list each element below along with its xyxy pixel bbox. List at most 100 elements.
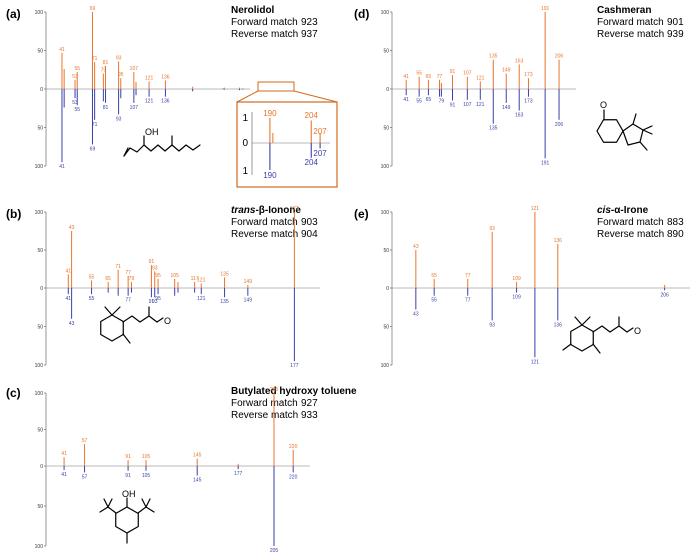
chain-bond	[123, 144, 201, 157]
peak-label-top: 145	[193, 453, 202, 459]
peak-label-bottom: 136	[161, 99, 170, 105]
peak-label-top: 55	[431, 273, 437, 279]
methyl	[574, 316, 583, 326]
y-tick-label: 100	[35, 391, 44, 397]
peak-label-bottom: 41	[61, 472, 67, 478]
y-tick-label: 100	[35, 164, 44, 170]
peak-label-bottom: 55	[74, 107, 80, 113]
panel-title: trans-β-Ionone	[231, 205, 301, 216]
peak-label-top: 91	[450, 69, 456, 75]
peak-label-bottom: 191	[541, 160, 550, 166]
panel-letter: (c)	[6, 386, 21, 400]
inset-y-tick-label: 1	[242, 166, 248, 177]
peak-label-top: 177	[290, 206, 299, 212]
peak-label-top: 77	[125, 270, 131, 276]
forward-match-label: Forward match	[231, 398, 298, 409]
peak-label-bottom: 91	[125, 473, 131, 479]
peak-label-bottom: 136	[554, 322, 563, 328]
peak-label-top: 91	[149, 259, 155, 265]
peak-label-bottom: 55	[416, 99, 422, 105]
tbutyl	[99, 506, 117, 514]
peak-label-bottom: 91	[149, 299, 155, 305]
peak-label-top: 69	[90, 6, 96, 12]
peak-label-bottom: 107	[130, 105, 139, 111]
tbutyl	[141, 498, 147, 508]
reverse-match-value: 937	[301, 29, 318, 40]
peak-label-top: 121	[531, 206, 540, 212]
forward-match-label: Forward match	[597, 17, 664, 28]
peak-label-top: 136	[161, 75, 170, 81]
y-tick-label: 0	[40, 286, 43, 292]
ring	[115, 506, 139, 534]
panel-title: Nerolidol	[231, 5, 275, 16]
methyl	[632, 113, 637, 125]
o-label: O	[634, 326, 641, 336]
peak-label-bottom: 121	[197, 296, 206, 302]
reverse-match-label: Reverse match	[231, 229, 298, 240]
y-tick-label: 50	[383, 48, 389, 54]
inset-label-top: 190	[263, 109, 277, 118]
y-tick-label: 100	[381, 363, 390, 369]
peak-label-bottom: 53	[72, 100, 78, 106]
irone-structure: O	[562, 316, 641, 354]
peak-label-bottom: 109	[512, 295, 521, 301]
peak-label-top: 77	[465, 273, 471, 279]
peak-label-top: 55	[74, 66, 80, 72]
reverse-match-value: 933	[301, 410, 318, 421]
peak-label-bottom: 71	[92, 122, 98, 128]
tbutyl	[145, 498, 151, 508]
peak-label-top: 55	[89, 274, 95, 280]
peak-label-top: 163	[515, 58, 524, 64]
peak-label-bottom: 55	[431, 298, 437, 304]
peak-label-bottom: 135	[489, 126, 498, 132]
peak-label-bottom: 43	[413, 312, 419, 318]
peak-label-top: 220	[289, 444, 298, 450]
panel-letter: (a)	[6, 7, 21, 21]
peak-label-top: 79	[101, 68, 107, 74]
y-tick-label: 0	[40, 464, 43, 470]
peak-label-top: 91	[125, 454, 131, 460]
peak-label-top: 41	[403, 74, 409, 80]
peak-label-top: 41	[61, 451, 67, 457]
forward-match-value: 903	[301, 217, 318, 228]
peak-label-top: 117	[191, 276, 199, 282]
peak-label-top: 93	[116, 55, 122, 61]
peak-label-bottom: 41	[66, 296, 72, 302]
y-tick-label: 0	[386, 286, 389, 292]
peak-label-top: 79	[129, 276, 135, 282]
peak-label-top: 77	[437, 74, 443, 80]
peak-label-bottom: 177	[290, 363, 299, 369]
peak-label-top: 121	[476, 75, 485, 81]
cashmeran-structure: O	[596, 100, 653, 151]
title-main: Cashmeran	[597, 5, 651, 16]
peak-label-bottom: 55	[89, 296, 95, 302]
reverse-match-value: 890	[667, 229, 684, 240]
peak-label-bottom: 206	[660, 292, 669, 298]
peak-label-top: 81	[103, 60, 109, 66]
peak-label-bottom: 121	[145, 99, 154, 105]
peak-label-bottom: 121	[476, 102, 485, 108]
forward-match-label: Forward match	[597, 217, 664, 228]
peak-label-bottom: 43	[69, 321, 75, 327]
reverse-match-label: Reverse match	[597, 29, 664, 40]
inset-connector	[236, 90, 259, 103]
carbonyl	[626, 327, 634, 333]
peak-label-top: 93	[152, 265, 158, 271]
tbutyl	[107, 498, 113, 508]
ring	[596, 119, 624, 143]
peak-label-bottom: 205	[270, 548, 279, 554]
peak-label-bottom: 149	[244, 298, 253, 304]
peak-label-bottom: 91	[450, 103, 456, 109]
title-main: -β-Ionone	[255, 205, 301, 216]
peak-label-top: 95	[155, 273, 161, 279]
y-tick-label: 50	[383, 248, 389, 254]
side-chain	[592, 325, 628, 333]
peak-label-top: 121	[145, 75, 154, 81]
peak-label-bottom: 93	[116, 116, 122, 122]
peak-label-bottom: 57	[82, 474, 88, 480]
peak-label-bottom: 145	[193, 478, 202, 484]
